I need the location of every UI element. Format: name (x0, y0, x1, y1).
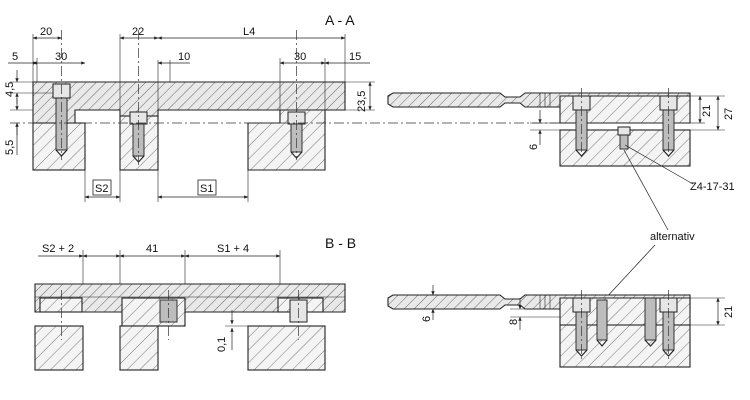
dim-s2-box (92, 179, 112, 196)
dim-21-top: 21 (701, 105, 713, 117)
section-aa-title: A - A (325, 12, 355, 28)
dim-20: 20 (40, 26, 52, 38)
dim-30-left: 30 (55, 51, 67, 63)
dim-4-5: 4,5 (4, 82, 16, 97)
section-bb-title: B - B (325, 235, 356, 251)
dim-0-1: 0,1 (216, 337, 228, 352)
dim-30-right: 30 (294, 51, 306, 63)
dim-8: 8 (508, 319, 520, 325)
dim-6-top: 6 (528, 144, 540, 150)
dim-22: 22 (132, 26, 144, 38)
dim-10: 10 (178, 51, 190, 63)
side-view-a: 21 27 6 Z4-17-31 (387, 88, 735, 193)
dim-5-5: 5,5 (4, 140, 16, 155)
dim-s2-plus-2: S2 + 2 (42, 243, 74, 255)
dim-s2: S2 (95, 183, 108, 195)
dim-l4: L4 (243, 26, 255, 38)
dim-6-bottom: 6 (421, 316, 433, 322)
dim-23-5: 23,5 (356, 91, 368, 112)
dim-27: 27 (723, 108, 735, 120)
dim-15: 15 (349, 51, 361, 63)
section-aa: A - A (4, 12, 560, 202)
alt-pin-a (617, 126, 631, 150)
dim-41: 41 (146, 243, 158, 255)
alternative-label: alternativ (650, 231, 695, 243)
base-blocks-aa (32, 109, 326, 171)
alternative-callout: alternativ (603, 149, 695, 301)
side-view-b: 6 8 21 (387, 285, 735, 368)
dim-s1-plus-4: S1 + 4 (217, 243, 249, 255)
section-bb: B - B S2 + 2 41 S1 + 4 (34, 235, 356, 371)
dim-s1-box (197, 179, 217, 196)
alt-pin-b (596, 299, 608, 347)
dim-s1: S1 (200, 183, 213, 195)
bolt-side-b-2 (644, 297, 657, 347)
dim-5: 5 (12, 51, 18, 63)
bolt-aa-2 (129, 111, 148, 163)
dim-21-bottom: 21 (723, 306, 735, 318)
part-number: Z4-17-31 (690, 181, 735, 193)
